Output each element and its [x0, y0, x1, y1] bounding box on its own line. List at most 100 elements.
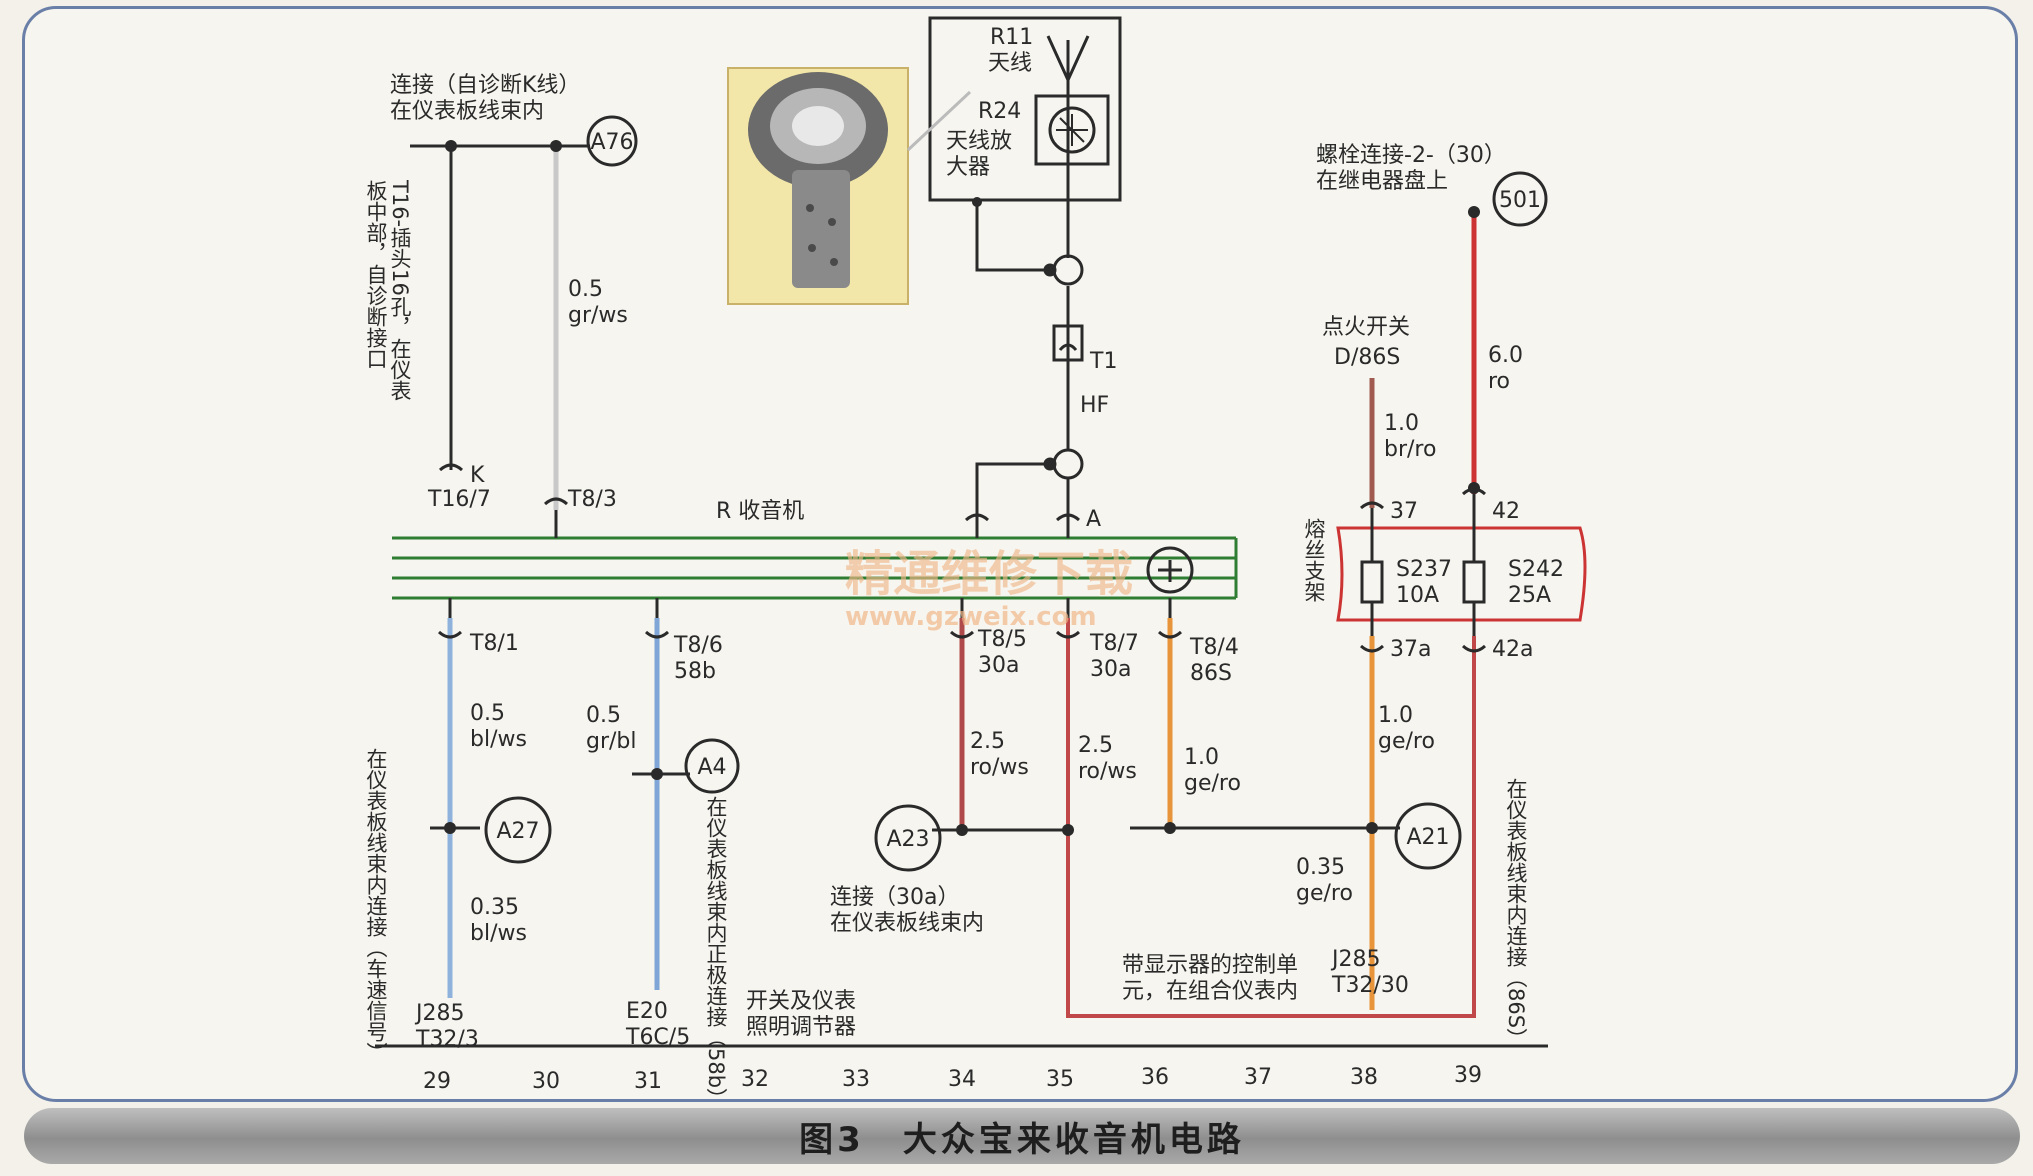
label-86s-desc: 在仪表板线束内连接（86S） — [1504, 778, 1528, 1049]
label-t1: T1 — [1089, 349, 1117, 374]
label-rows-1: ro/ws — [970, 755, 1029, 780]
label-ign-1: 点火开关 — [1322, 315, 1410, 340]
label-a4: A4 — [697, 755, 726, 780]
label-w-035b: 0.35 — [1296, 855, 1345, 880]
label-p42: 42 — [1492, 499, 1520, 524]
label-ign-2: D/86S — [1334, 345, 1400, 370]
label-t16-desc-2: 板中部，自诊断接口 — [364, 180, 388, 369]
grid-37: 37 — [1244, 1065, 1272, 1090]
label-w-10b: 1.0 — [1184, 745, 1219, 770]
caption-bar: 图3 大众宝来收音机电路 — [24, 1108, 2020, 1164]
label-58b: 58b — [674, 659, 716, 684]
label-gero-1: ge/ro — [1184, 771, 1241, 796]
grid-33: 33 — [842, 1067, 870, 1092]
label-a27: A27 — [496, 819, 539, 844]
grid-38: 38 — [1350, 1065, 1378, 1090]
radio-bus-pins — [448, 510, 1172, 618]
wire-antenna-amp — [975, 202, 1050, 272]
label-t16-7: T16/7 — [427, 487, 491, 512]
label-a76: A76 — [590, 130, 633, 155]
grid-30: 30 — [532, 1069, 560, 1094]
label-30a-1: 30a — [978, 653, 1019, 678]
label-bolt-1: 螺栓连接-2-（30） — [1316, 143, 1506, 168]
label-w-10c: 1.0 — [1378, 703, 1413, 728]
grid-29: 29 — [423, 1069, 451, 1094]
fuse-s237 — [1360, 560, 1384, 604]
wire-39-return — [1066, 618, 1476, 1018]
label-t8-3: T8/3 — [567, 487, 617, 512]
label-t8-1: T8/1 — [469, 631, 519, 656]
circle-501 — [1492, 171, 1548, 227]
label-s242a: 25A — [1508, 583, 1551, 608]
shield-ring-bottom — [1052, 448, 1084, 480]
label-w-05-3: 0.5 — [586, 703, 621, 728]
antenna-amplifier-box — [928, 16, 1122, 207]
label-w-05-2: 0.5 — [470, 701, 505, 726]
label-w-25-1: 2.5 — [970, 729, 1005, 754]
label-t8-4: T8/4 — [1189, 635, 1239, 660]
label-p37a: 37a — [1390, 637, 1431, 662]
radio-bus — [392, 536, 1238, 600]
shield-ring-top — [1052, 254, 1084, 286]
label-t6c-5: T6C/5 — [625, 1025, 690, 1050]
grid-35: 35 — [1046, 1067, 1074, 1092]
grid-32: 32 — [741, 1067, 769, 1092]
label-t8-6: T8/6 — [673, 633, 723, 658]
circle-a23 — [874, 804, 942, 872]
watermark-name: 精通维修下载 — [845, 546, 1133, 602]
label-conn30a-2: 在仪表板线束内 — [830, 911, 984, 936]
grid-34: 34 — [948, 1067, 976, 1092]
label-dimmer-2: 照明调节器 — [746, 1015, 856, 1040]
fuse-s242 — [1462, 560, 1486, 604]
label-s237a: 10A — [1396, 583, 1439, 608]
label-radio: R 收音机 — [716, 499, 804, 524]
label-t8-7: T8/7 — [1089, 631, 1139, 656]
label-blws-1: bl/ws — [470, 727, 527, 752]
label-s237: S237 — [1396, 557, 1452, 582]
label-w-25-2: 2.5 — [1078, 733, 1113, 758]
label-ecu-1: 带显示器的控制单 — [1122, 953, 1298, 978]
circle-a21 — [1394, 802, 1462, 870]
label-86s: 86S — [1190, 661, 1232, 686]
label-dimmer-1: 开关及仪表 — [746, 989, 856, 1014]
grid-36: 36 — [1141, 1065, 1169, 1090]
label-amp-1: 天线放 — [946, 129, 1012, 154]
circle-a4 — [684, 738, 740, 794]
label-amp-2: 大器 — [946, 155, 990, 180]
antenna-icon — [1046, 35, 1090, 81]
label-w-035a: 0.35 — [470, 895, 519, 920]
label-fuse-holder: 熔丝支架 — [1302, 518, 1326, 602]
label-hf: HF — [1080, 393, 1109, 418]
label-w-60: 6.0 — [1488, 343, 1523, 368]
label-501: 501 — [1499, 188, 1541, 213]
amplifier-icon — [1048, 106, 1096, 154]
label-k: K — [470, 463, 485, 488]
label-r11: R11 — [990, 25, 1033, 50]
label-30a-2: 30a — [1090, 657, 1131, 682]
watermark-url: www.gzweix.com — [845, 602, 1097, 632]
grid-39: 39 — [1454, 1063, 1482, 1088]
label-w-05-1: 0.5 — [568, 277, 603, 302]
label-blws-2: bl/ws — [470, 921, 527, 946]
circle-a27 — [484, 796, 552, 864]
figure-caption: 图3 大众宝来收音机电路 — [799, 1119, 1245, 1160]
label-a21: A21 — [1406, 825, 1449, 850]
circle-a76 — [586, 115, 638, 167]
grid-31: 31 — [634, 1069, 662, 1094]
label-w-10a: 1.0 — [1384, 411, 1419, 436]
label-a: A — [1086, 507, 1101, 532]
label-s242: S242 — [1508, 557, 1564, 582]
label-t32-30: T32/30 — [1331, 973, 1409, 998]
label-ro: ro — [1488, 369, 1510, 394]
label-grbl: gr/bl — [586, 729, 637, 754]
label-rows-2: ro/ws — [1078, 759, 1137, 784]
label-a23: A23 — [886, 827, 929, 852]
t1-connector — [1052, 324, 1084, 362]
label-gero-2: ge/ro — [1378, 729, 1435, 754]
label-antenna: 天线 — [988, 51, 1032, 76]
label-t16-desc-1: T16-插头16孔，在仪表 — [388, 179, 412, 401]
label-p42a: 42a — [1492, 637, 1533, 662]
label-e20: E20 — [626, 999, 668, 1024]
label-grws: gr/ws — [568, 303, 628, 328]
